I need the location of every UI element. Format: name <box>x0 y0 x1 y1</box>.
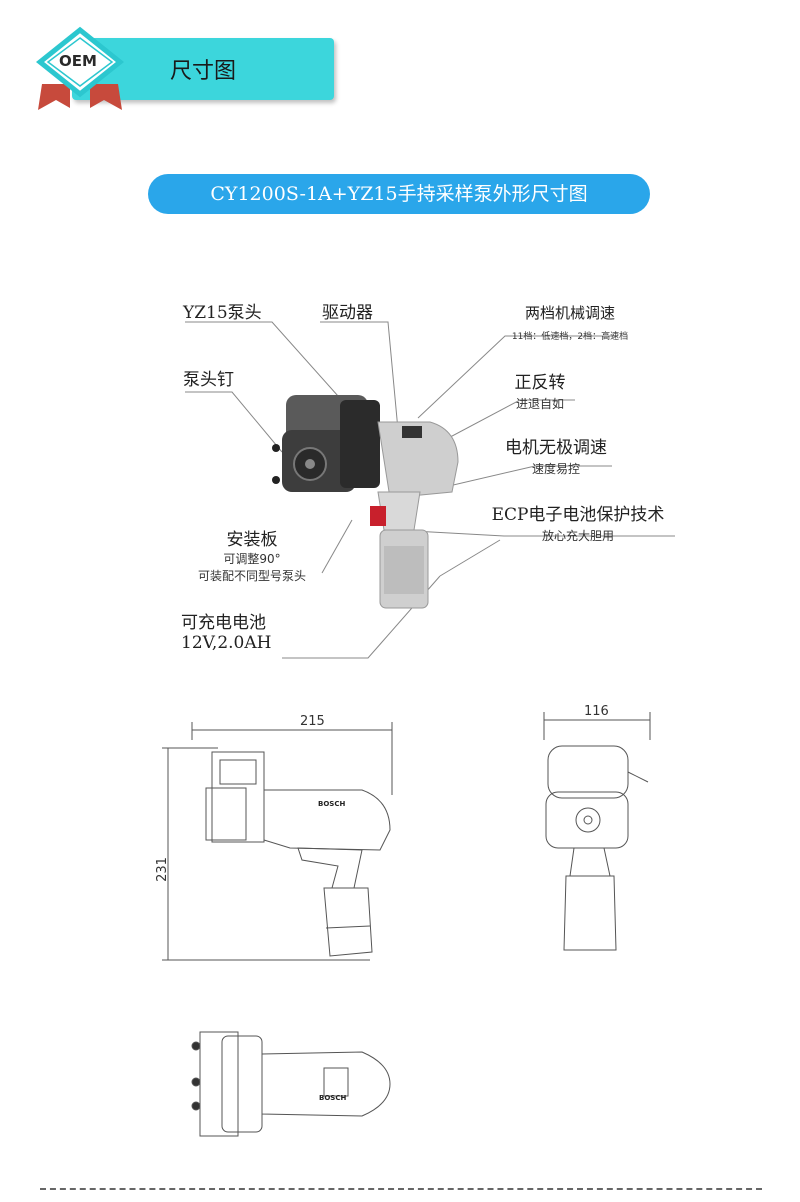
side-view-drawing <box>162 722 393 961</box>
battery-handle-shape <box>379 529 429 609</box>
callout-motor-title: 电机无极调速 <box>505 438 607 458</box>
oem-badge-label: OEM <box>59 52 97 70</box>
callout-ecp-note: 放心充大胆用 <box>541 529 614 543</box>
side-view-brand: BOSCH <box>318 800 346 808</box>
callout-gear-title: 两档机械调速 <box>524 304 615 322</box>
callout-battery-title: 可充电电池 <box>181 613 266 633</box>
callout-gear-note: 11档：低速档，2档：高速档 <box>511 332 629 342</box>
callout-reverse-note: 进退自如 <box>515 397 564 411</box>
callout-mount-title: 安装板 <box>226 530 278 550</box>
pump-head-shape <box>272 395 380 492</box>
bottom-divider <box>40 1188 762 1190</box>
product-callout-diagram <box>185 321 675 659</box>
callout-reverse: 正反转 进退自如 <box>500 368 580 412</box>
top-view-drawing <box>191 1031 391 1137</box>
dimension-height: 231 <box>154 857 170 882</box>
dimension-width: 116 <box>584 704 609 719</box>
callout-gear: 两档机械调速 11档：低速档，2档：高速档 <box>500 302 640 342</box>
callout-ecp-title: ECP电子电池保护技术 <box>491 505 665 525</box>
dimension-length: 215 <box>300 714 325 729</box>
callout-ecp: ECP电子电池保护技术 放心充大胆用 <box>478 500 678 544</box>
top-view-brand: BOSCH <box>319 1094 347 1102</box>
callout-pump-head: YZ15泵头 <box>183 303 262 323</box>
callout-mount-note2: 可装配不同型号泵头 <box>197 569 306 583</box>
callout-motor-note: 速度易控 <box>531 462 580 476</box>
front-view-drawing <box>543 712 651 951</box>
page-title: 尺寸图 <box>170 59 237 84</box>
callout-reverse-title: 正反转 <box>514 373 566 393</box>
section-title-pill <box>148 174 650 214</box>
callout-driver: 驱动器 <box>322 303 373 323</box>
callout-mount: 安装板 可调整90° 可装配不同型号泵头 <box>180 525 324 584</box>
oem-badge-icon <box>35 26 125 110</box>
section-title: CY1200S-1A+YZ15手持采样泵外形尺寸图 <box>210 183 588 205</box>
callout-motor: 电机无极调速 速度易控 <box>490 433 622 477</box>
callout-battery: 可充电电池 12V,2.0AH <box>181 608 271 653</box>
driver-body-shape <box>370 421 459 531</box>
callout-battery-spec: 12V,2.0AH <box>181 633 272 653</box>
callout-mount-note1: 可调整90° <box>223 552 281 566</box>
callout-pump-pin: 泵头钉 <box>183 370 234 390</box>
